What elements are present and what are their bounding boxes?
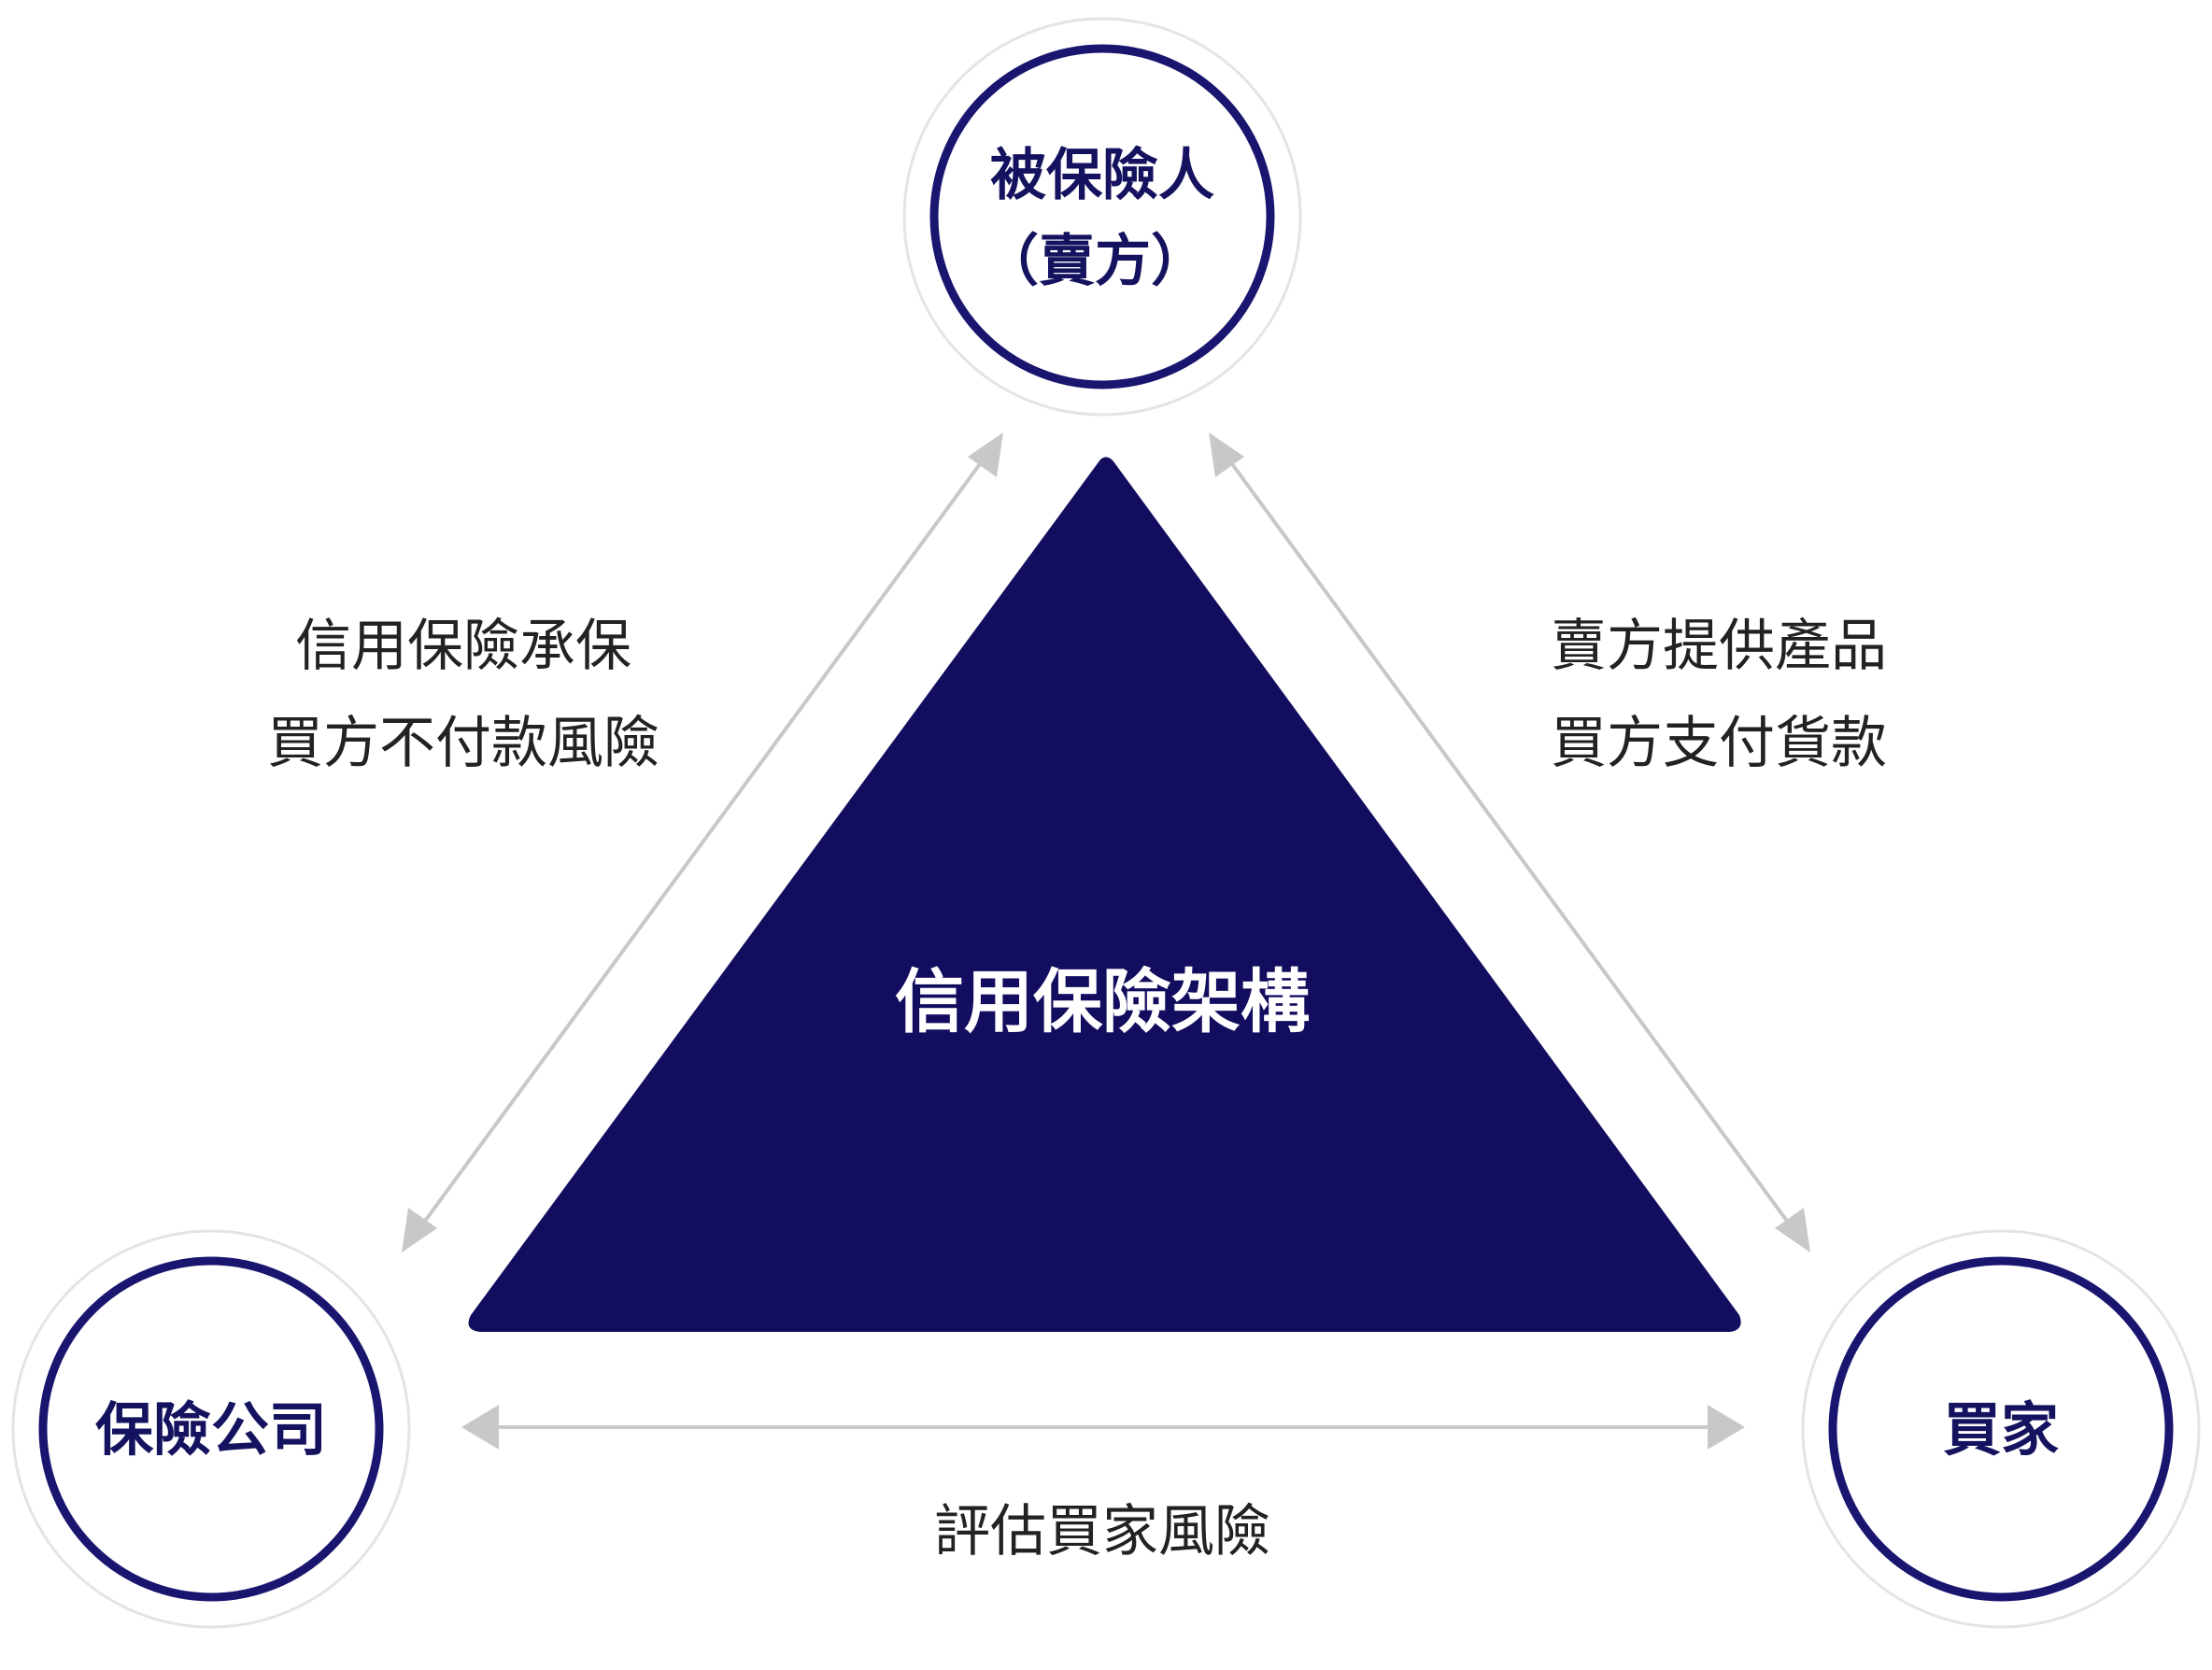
bottom-edge-label: 評估買家風險 xyxy=(934,1499,1270,1564)
center-triangle xyxy=(468,457,1741,1332)
right-edge-label-line2: 買方支付貨款 xyxy=(1551,711,1887,776)
buyer-label: 買家 xyxy=(1943,1395,2059,1464)
left-edge-label-line1: 信用保險承保 xyxy=(295,614,631,679)
arrow-seller-buyer xyxy=(1209,432,1810,1252)
left-edge-label-line2: 買方不付款風險 xyxy=(267,711,659,776)
arrow-insurer-buyer xyxy=(461,1405,1745,1450)
seller-label-line2: （賣方） xyxy=(983,229,1207,294)
arrow-seller-insurer xyxy=(402,432,1003,1252)
insurer-label: 保險公司 xyxy=(95,1395,327,1464)
node-insurer: 保險公司 xyxy=(11,1229,411,1629)
seller-label-line1: 被保險人 xyxy=(990,143,1214,208)
node-buyer: 買家 xyxy=(1801,1229,2201,1629)
node-seller: 被保險人 （賣方） xyxy=(902,17,1302,417)
right-edge-label-line1: 賣方提供產品 xyxy=(1551,614,1887,679)
center-title: 信用保險架構 xyxy=(895,962,1310,1042)
